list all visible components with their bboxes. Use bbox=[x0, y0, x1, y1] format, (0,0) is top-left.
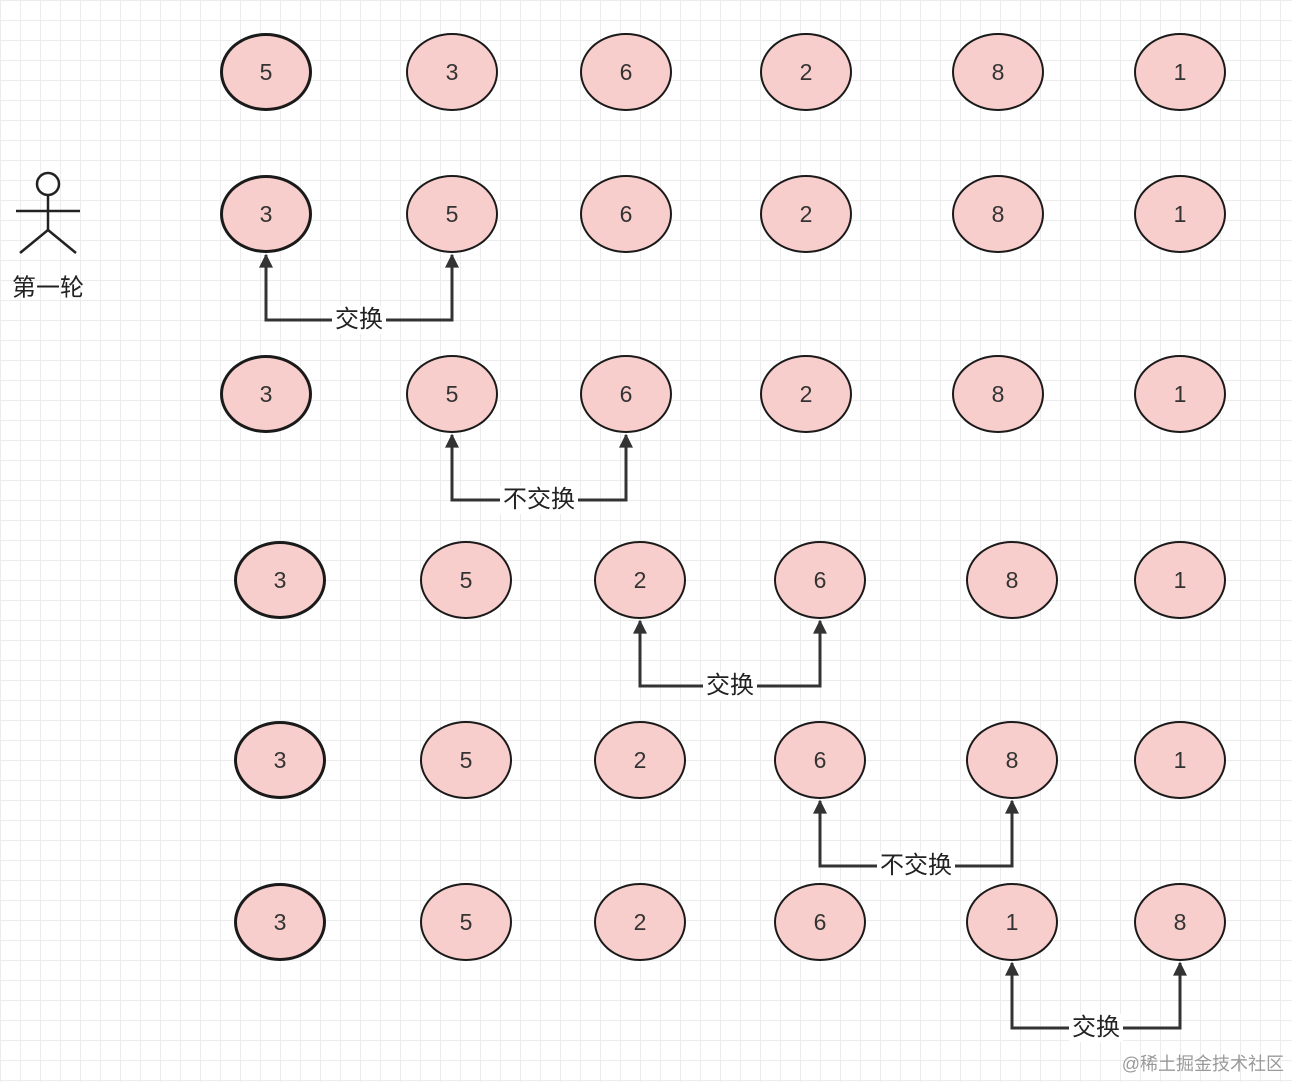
node-r1-c1: 5 bbox=[220, 33, 312, 111]
node-r4-c2: 5 bbox=[420, 541, 512, 619]
node-r5-c6: 1 bbox=[1134, 721, 1226, 799]
node-r5-c3: 2 bbox=[594, 721, 686, 799]
node-r5-c5: 8 bbox=[966, 721, 1058, 799]
comparison-label-5: 交换 bbox=[1069, 1014, 1123, 1042]
node-r4-c5: 8 bbox=[966, 541, 1058, 619]
node-r5-c2: 5 bbox=[420, 721, 512, 799]
connector-3-right bbox=[730, 619, 827, 688]
node-r6-c2: 5 bbox=[420, 883, 512, 961]
node-r3-c6: 1 bbox=[1134, 355, 1226, 433]
node-r3-c5: 8 bbox=[952, 355, 1044, 433]
node-r5-c1: 3 bbox=[234, 721, 326, 799]
node-r1-c2: 3 bbox=[406, 33, 498, 111]
node-r2-c6: 1 bbox=[1134, 175, 1226, 253]
comparison-label-1: 交换 bbox=[332, 306, 386, 334]
round-label: 第一轮 bbox=[12, 274, 84, 302]
comparison-label-4: 不交换 bbox=[877, 852, 955, 880]
node-r2-c1: 3 bbox=[220, 175, 312, 253]
watermark: @稀土掘金技术社区 bbox=[1121, 1054, 1284, 1074]
stick-figure-icon bbox=[16, 171, 80, 254]
connector-1-right bbox=[359, 253, 459, 322]
connector-5-left bbox=[1005, 961, 1096, 1030]
node-r1-c4: 2 bbox=[760, 33, 852, 111]
node-r1-c5: 8 bbox=[952, 33, 1044, 111]
node-r4-c6: 1 bbox=[1134, 541, 1226, 619]
node-r1-c3: 6 bbox=[580, 33, 672, 111]
node-r4-c1: 3 bbox=[234, 541, 326, 619]
connector-1-left bbox=[259, 253, 359, 322]
comparison-label-2: 不交换 bbox=[500, 486, 578, 514]
node-r6-c4: 6 bbox=[774, 883, 866, 961]
node-r4-c4: 6 bbox=[774, 541, 866, 619]
node-r1-c6: 1 bbox=[1134, 33, 1226, 111]
node-r6-c1: 3 bbox=[234, 883, 326, 961]
node-r4-c3: 2 bbox=[594, 541, 686, 619]
node-r6-c3: 2 bbox=[594, 883, 686, 961]
node-r3-c2: 5 bbox=[406, 355, 498, 433]
comparison-label-3: 交换 bbox=[703, 672, 757, 700]
node-r3-c1: 3 bbox=[220, 355, 312, 433]
node-r2-c5: 8 bbox=[952, 175, 1044, 253]
connector-5-right bbox=[1096, 961, 1187, 1030]
node-r2-c4: 2 bbox=[760, 175, 852, 253]
node-r3-c4: 2 bbox=[760, 355, 852, 433]
node-r2-c2: 5 bbox=[406, 175, 498, 253]
node-r5-c4: 6 bbox=[774, 721, 866, 799]
connector-3-left bbox=[633, 619, 730, 688]
node-r6-c6: 8 bbox=[1134, 883, 1226, 961]
node-r6-c5: 1 bbox=[966, 883, 1058, 961]
node-r2-c3: 6 bbox=[580, 175, 672, 253]
node-r3-c3: 6 bbox=[580, 355, 672, 433]
